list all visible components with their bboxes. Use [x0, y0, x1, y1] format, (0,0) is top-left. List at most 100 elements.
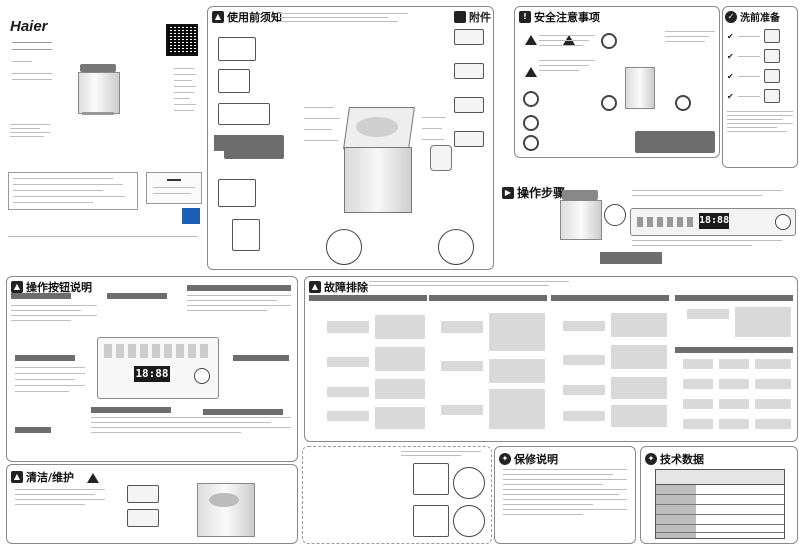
detail-circle-left — [326, 229, 362, 265]
cleaning-steps — [127, 485, 187, 527]
warning-icon — [525, 67, 537, 77]
before-use-heading: ▲ 使用前须知 — [212, 9, 282, 25]
troubleshoot-table-4 — [675, 295, 793, 435]
controls-label-3 — [91, 407, 171, 413]
controls-bottom-text — [91, 417, 291, 433]
operation-labels — [632, 190, 792, 196]
section-arrow-icon: ▲ — [212, 11, 224, 23]
controls-tab-2 — [107, 293, 167, 299]
warning-icon — [87, 473, 99, 483]
prohibit-icon — [601, 33, 617, 49]
check-icon: ✔ — [727, 51, 734, 61]
cover-footer-line — [8, 236, 198, 240]
controls-label-4 — [203, 409, 283, 415]
safety-panel: ! 安全注意事项 — [514, 6, 720, 158]
prohibit-icon — [523, 115, 539, 131]
warning-icon — [525, 35, 537, 45]
section-arrow-icon: ▶ — [502, 186, 514, 199]
cover-index-list — [174, 68, 200, 111]
cleaning-panel: ▲ 清洁/维护 — [6, 464, 298, 544]
safety-text-right — [665, 31, 715, 42]
start-button[interactable] — [775, 214, 791, 230]
brand-logo: Haier — [10, 18, 48, 35]
section-arrow-icon: ✦ — [645, 453, 657, 465]
accessories-heading: 附件 — [454, 9, 491, 25]
maintenance-circle-2 — [453, 505, 485, 537]
section-arrow-icon: ▲ — [11, 281, 23, 293]
prohibit-icon — [601, 95, 617, 111]
safety-heading: ! 安全注意事项 — [519, 9, 600, 25]
controls-left-list — [15, 367, 85, 392]
troubleshoot-table-3 — [551, 295, 669, 435]
operation-control-strip: 18:88 — [630, 208, 796, 236]
operation-washer — [560, 190, 602, 240]
faucet-illustration — [430, 145, 452, 171]
controls-panel: ▲ 操作按钮说明 18:88 — [6, 276, 298, 462]
safety-text — [539, 35, 595, 71]
pre-wash-checklist: ✔ ✔ ✔ ✔ — [727, 29, 793, 132]
safety-note-box — [635, 131, 715, 153]
cover-subtitle-lines — [12, 38, 52, 80]
certificate-box — [146, 172, 202, 204]
washer-illustration — [76, 64, 120, 116]
controls-label-5 — [233, 355, 289, 361]
prohibit-icon — [523, 91, 539, 107]
controls-display: 18:88 — [134, 366, 170, 382]
controls-tab-1 — [11, 293, 71, 299]
check-icon: ✔ — [727, 91, 734, 101]
section-arrow-icon: ✓ — [725, 10, 737, 23]
controls-left-text — [11, 305, 97, 321]
before-use-panel: ▲ 使用前须知 附件 — [207, 6, 494, 270]
operation-labels-bottom — [632, 240, 792, 246]
section-arrow-icon — [454, 11, 466, 23]
qr-code — [166, 24, 198, 56]
cover-info-box — [8, 172, 138, 210]
section-arrow-icon: ! — [519, 11, 531, 23]
wash-note-box — [214, 135, 278, 151]
program-buttons — [637, 217, 693, 227]
controls-right-text — [187, 295, 291, 311]
specs-heading: ✦ 技术数据 — [645, 451, 704, 467]
maintenance-step-2 — [413, 505, 449, 537]
diagram-callouts — [304, 107, 344, 141]
controls-panel-illustration: 18:88 — [97, 337, 219, 399]
controls-tab-3 — [187, 285, 291, 291]
specs-table — [655, 469, 785, 539]
check-icon: ✔ — [727, 31, 734, 41]
warranty-heading: ✦ 保修说明 — [499, 451, 558, 467]
controls-heading: ▲ 操作按钮说明 — [11, 279, 92, 295]
pre-wash-panel: ✓ 洗前准备 ✔ ✔ ✔ ✔ — [722, 6, 798, 168]
operation-display: 18:88 — [699, 213, 729, 229]
maintenance-text — [401, 451, 481, 456]
cleaning-heading: ▲ 清洁/维护 — [11, 469, 74, 485]
before-use-intro-lines — [278, 13, 408, 22]
cover-notes — [10, 124, 50, 137]
operation-heading: ▶ 操作步骤 — [502, 184, 565, 201]
controls-label-2 — [15, 427, 51, 433]
specs-panel: ✦ 技术数据 — [640, 446, 798, 544]
cleaning-text — [15, 489, 105, 505]
cover-panel: Haier — [6, 6, 202, 242]
pre-wash-heading: ✓ 洗前准备 — [725, 9, 780, 24]
operation-panel: ▶ 操作步骤 18:88 — [500, 160, 798, 270]
controls-label-1 — [15, 355, 75, 361]
detail-circle-right — [438, 229, 474, 265]
warranty-text — [503, 469, 627, 515]
section-arrow-icon: ▲ — [11, 471, 23, 483]
maintenance-circle-1 — [453, 467, 485, 499]
operation-step-note — [600, 252, 662, 264]
power-button[interactable] — [194, 368, 210, 384]
cleaning-filter-illustration — [197, 483, 257, 539]
safety-washer — [625, 67, 655, 109]
check-icon: ✔ — [727, 71, 734, 81]
washer-diagram — [338, 107, 418, 217]
warranty-panel: ✦ 保修说明 — [494, 446, 636, 544]
maintenance-step-1 — [413, 463, 449, 495]
troubleshooting-heading: ▲ 故障排除 — [309, 279, 368, 295]
troubleshoot-table-1 — [309, 295, 427, 435]
section-arrow-icon: ▲ — [309, 281, 321, 293]
section-arrow-icon: ✦ — [499, 453, 511, 465]
troubleshooting-panel: ▲ 故障排除 — [304, 276, 798, 442]
operation-step-circle — [604, 204, 626, 226]
diagram-callouts-right — [422, 117, 450, 140]
